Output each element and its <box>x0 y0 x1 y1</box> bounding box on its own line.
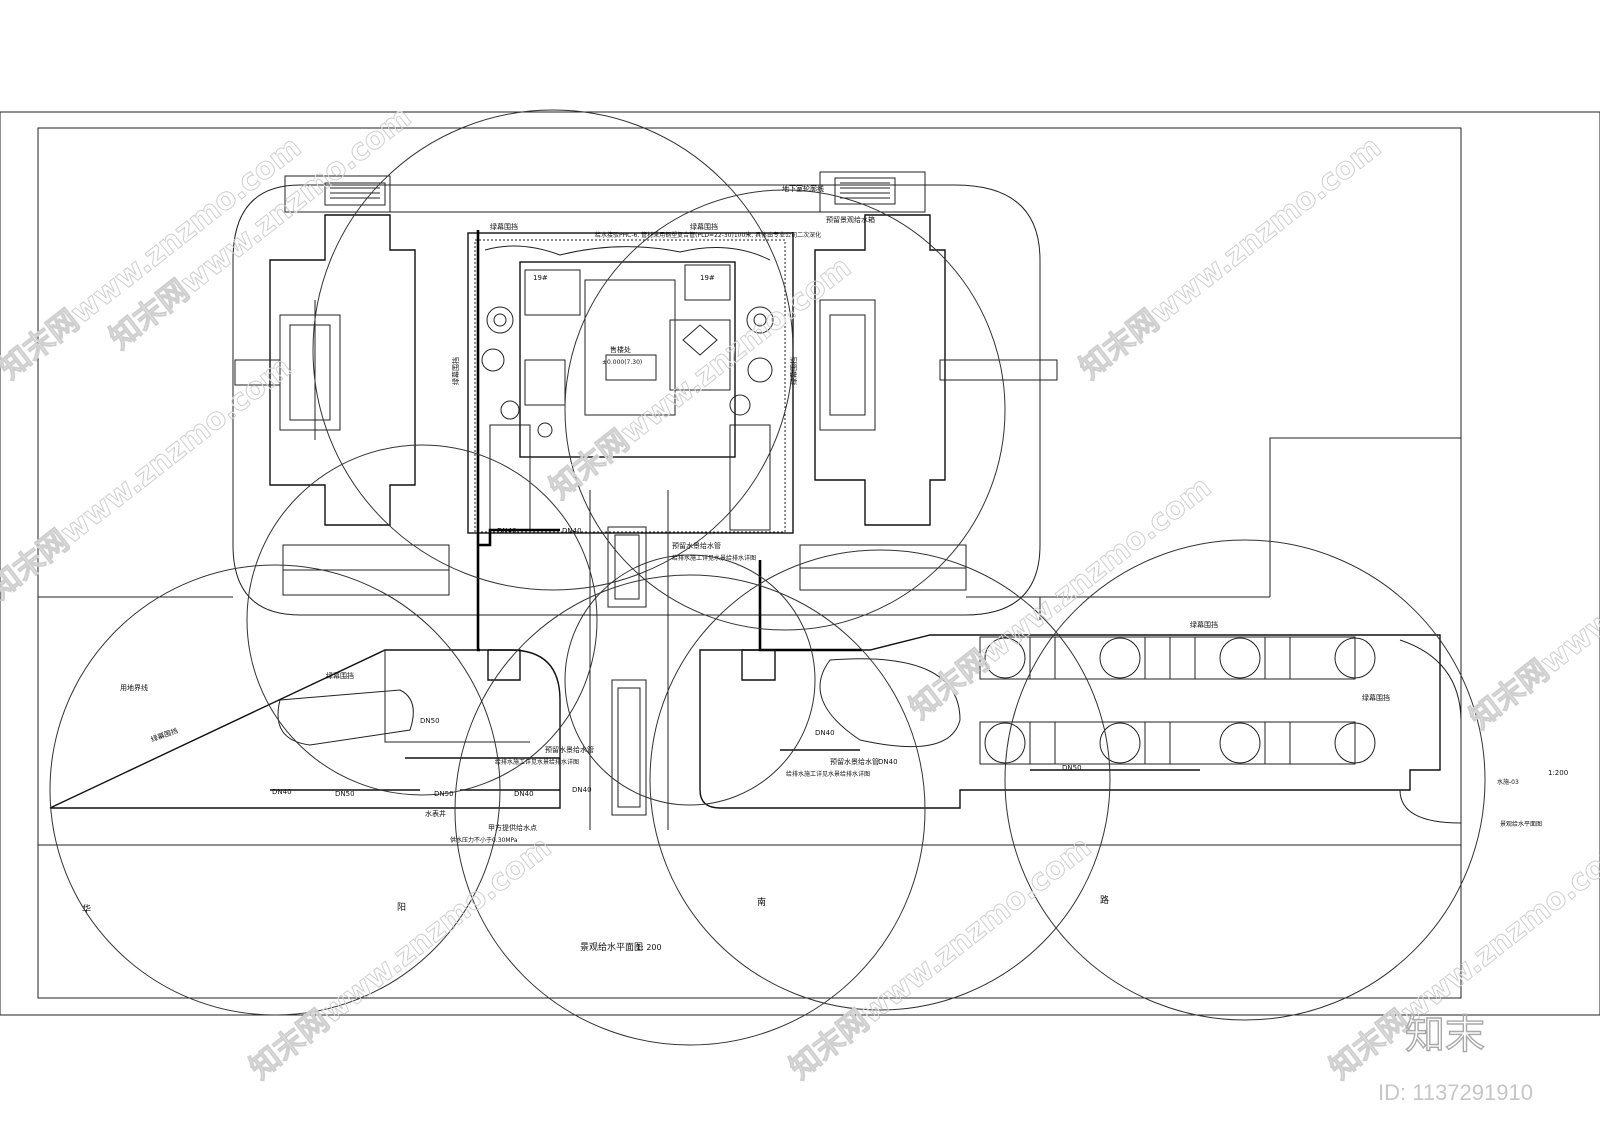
watermark-8: 知末网www.znzmo.com <box>783 830 1098 1087</box>
building-left <box>234 214 416 526</box>
ramp-right <box>799 544 967 591</box>
road-char-4: 路 <box>1100 894 1109 906</box>
label-green-wall-diag: 绿幕围挡 <box>150 726 179 744</box>
label-dn40-g: DN40 <box>878 758 898 766</box>
sales-office-block <box>467 232 794 534</box>
label-dn40-f: DN40 <box>572 786 592 794</box>
label-dn50-c: DN50 <box>434 790 454 798</box>
label-construction-1: 给排水施工详见水景给排水详图 <box>672 554 756 562</box>
building-right <box>814 214 1058 526</box>
label-green-wall-2: 绿幕围挡 <box>690 222 718 231</box>
road-char-3: 南 <box>757 896 766 908</box>
drawing-scale: 1: 200 <box>636 943 662 952</box>
label-construction-2: 给排水施工详见水景给排水详图 <box>495 758 579 766</box>
label-green-wall-right: 绿幕围挡 <box>789 357 798 385</box>
label-meter-well: 水表井 <box>425 809 446 818</box>
label-underground-garage: 地下室轮廓线 <box>782 184 824 193</box>
watermark-10: 知末网www.znzmo.com <box>1463 480 1600 737</box>
watermark-7: 知末网www.znzmo.com <box>243 830 558 1087</box>
label-green-wall-1: 绿幕围挡 <box>490 222 518 231</box>
label-supply-note: 给水接驳PHC-6, 管材采用钢塑复合管(PLD=22-30)100米, 具体由… <box>595 231 821 239</box>
label-supply-point: 甲方提供给水点 <box>488 823 537 832</box>
basement-outline <box>232 184 1041 616</box>
label-preset-pipe-3: 预留水景给水管 <box>830 757 879 766</box>
label-preset-valve: 预留景观给水箱 <box>826 215 875 224</box>
right-strip <box>729 424 771 531</box>
image-id: ID: 1137291910 <box>1378 1080 1533 1105</box>
sheet-border <box>0 111 1600 1016</box>
label-preset-pipe-1: 预留水景给水管 <box>672 541 721 550</box>
label-green-wall-3: 绿幕围挡 <box>326 671 354 680</box>
central-axis <box>589 490 669 830</box>
road-char-2: 阳 <box>397 902 406 913</box>
label-property-line: 用地界线 <box>120 683 148 692</box>
label-construction-3: 给排水施工详见水景给排水详图 <box>786 770 870 778</box>
label-dn40-b: DN40 <box>562 527 582 535</box>
label-dn50-d: DN50 <box>1062 764 1082 772</box>
label-unit-19: 19# <box>533 274 548 282</box>
title-block-scale: 1:200 <box>1548 769 1568 777</box>
label-dn40-c: DN40 <box>815 729 835 737</box>
se-planting <box>699 634 1441 809</box>
label-green-wall-left: 绿幕围挡 <box>451 357 460 385</box>
water-pipes <box>270 230 1200 791</box>
ramp-left <box>282 544 450 596</box>
label-green-wall-4: 绿幕围挡 <box>1190 620 1218 629</box>
stair-right <box>819 171 926 213</box>
label-dn40-a: DN40 <box>497 527 517 535</box>
drawing-title: 景观给水平面图 <box>580 941 643 953</box>
label-pressure: 供水压力不小于0.30MPa <box>450 836 518 844</box>
label-unit-19b: 19# <box>700 274 715 282</box>
inner-border <box>37 127 1462 999</box>
title-block-name: 景观给水平面图 <box>1500 820 1542 828</box>
label-elevation: ±0.000(7.30) <box>602 359 642 366</box>
label-green-wall-far: 绿幕围挡 <box>1362 693 1390 702</box>
label-dn50-a: DN50 <box>420 717 440 725</box>
watermark-layer: 知末网www.znzmo.com 知末网www.znzmo.com 知末网www… <box>0 99 1600 1087</box>
label-sales-office: 售楼处 <box>610 345 631 354</box>
watermark-6: 知末网www.znzmo.com <box>903 470 1218 727</box>
property-edge-east <box>1269 437 1461 597</box>
label-dn40-e: DN40 <box>514 790 534 798</box>
title-block: 水施-03 1:200 景观给水平面图 <box>1497 769 1568 828</box>
title-block-number: 水施-03 <box>1497 778 1519 786</box>
brand-logo: 知末 <box>1405 1012 1485 1058</box>
label-dn50-b: DN50 <box>335 790 355 798</box>
road-char-1: 华 <box>82 903 91 915</box>
watermark-5: 知末网www.znzmo.com <box>1073 130 1388 387</box>
watermark-1: 知末网www.znzmo.com <box>0 130 308 387</box>
label-preset-pipe-2: 预留水景给水管 <box>545 745 594 754</box>
parking-row-top <box>979 636 1376 680</box>
parking-row-bottom <box>979 721 1376 765</box>
watermark-2: 知末网www.znzmo.com <box>103 100 418 357</box>
label-dn40-d: DN40 <box>272 788 292 796</box>
watermark-3: 知末网www.znzmo.com <box>0 350 298 607</box>
coverage-circles <box>49 109 1486 1046</box>
watermark-4: 知末网www.znzmo.com <box>543 250 858 507</box>
